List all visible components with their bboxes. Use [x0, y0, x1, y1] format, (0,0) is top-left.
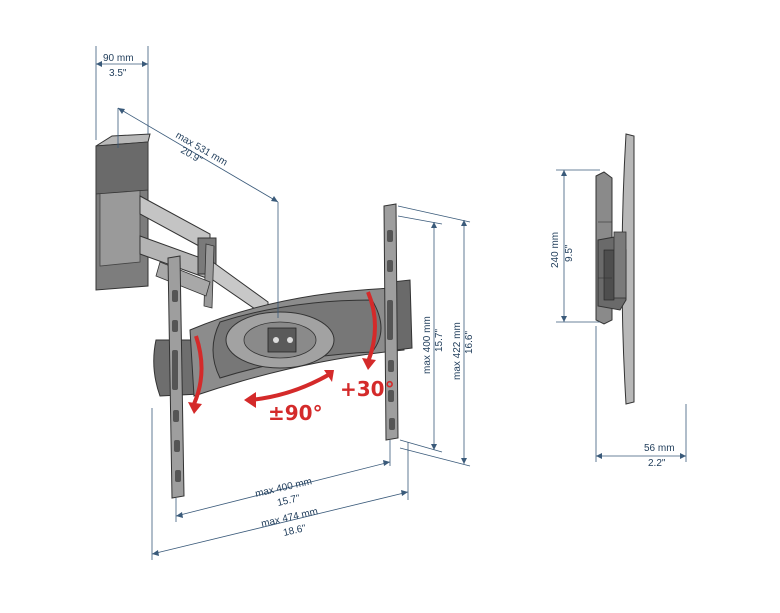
dimension-depth-side: 56 mm 2.2"	[595, 326, 687, 469]
plate-width-imperial: 18.6"	[282, 523, 307, 539]
dimension-vesa-height: max 400 mm 15.7"	[397, 215, 445, 453]
vesa-height-imperial: 15.7"	[434, 329, 445, 352]
wall-plate-height-imperial: 9.5"	[564, 244, 575, 262]
vesa-width-imperial: 15.7"	[276, 493, 301, 509]
depth-side-imperial: 2.2"	[648, 458, 666, 469]
tilt-arrow-left	[188, 335, 204, 414]
tilt-label: +30°	[340, 377, 395, 401]
depth-side-metric: 56 mm	[644, 443, 675, 454]
dimension-vesa-width: max 400 mm 15.7"	[175, 440, 391, 522]
dimension-depth-min: 90 mm 3.5"	[95, 46, 149, 140]
vertical-rail-left	[167, 255, 185, 499]
tilt-arrow-right	[362, 291, 377, 370]
swivel-arrow	[244, 370, 334, 408]
wall-plate-height-metric: 240 mm	[550, 232, 561, 268]
side-view-mount	[595, 133, 635, 405]
dimension-plate-height: max 422 mm 16.6"	[397, 205, 475, 467]
wall-plate	[95, 133, 151, 291]
articulating-arm	[139, 195, 269, 319]
vesa-height-metric: max 400 mm	[422, 316, 433, 374]
depth-min-metric: 90 mm	[103, 53, 134, 64]
depth-min-imperial: 3.5"	[109, 68, 127, 79]
swivel-label: ±90°	[268, 401, 323, 425]
dimension-wall-plate-height: 240 mm 9.5"	[550, 169, 600, 323]
plate-height-imperial: 16.6"	[464, 331, 475, 354]
plate-height-metric: max 422 mm	[452, 322, 463, 380]
tilt-head	[153, 279, 413, 397]
vertical-rail-right	[383, 203, 399, 441]
